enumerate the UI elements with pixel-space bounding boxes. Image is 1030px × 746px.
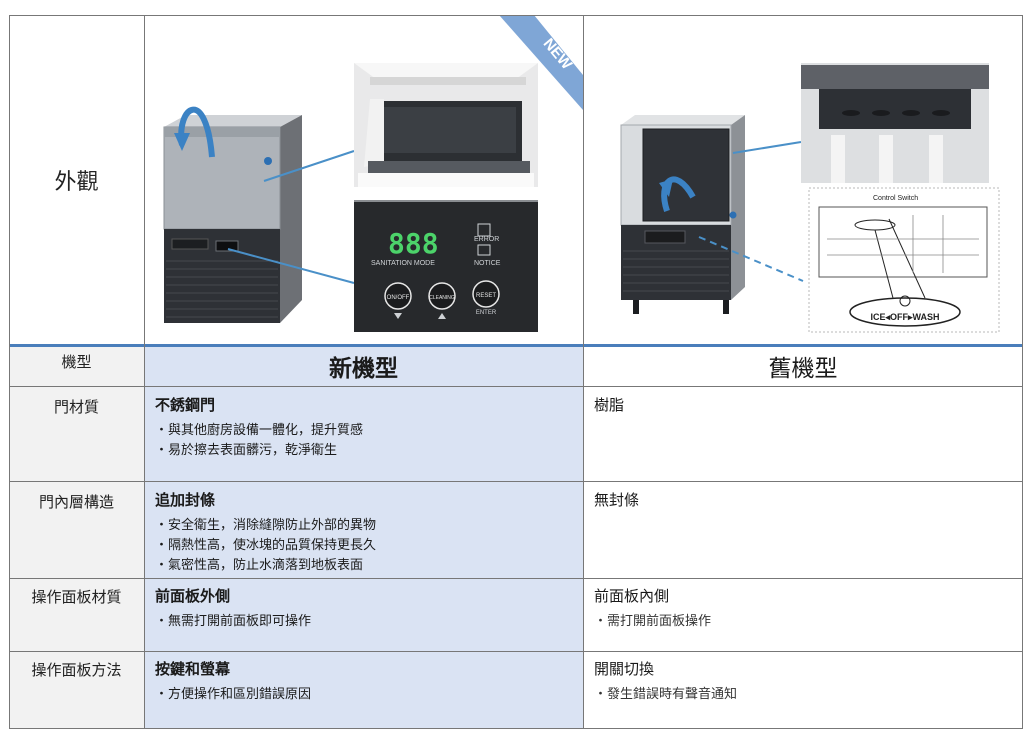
door-material-new-cell: 不銹鋼門 ・與其他廚房設備一體化，提升質感 ・易於擦去表面髒污，乾淨衛生 xyxy=(144,386,583,481)
door-inner-label: 門內層構造 xyxy=(38,493,114,511)
table-border-right xyxy=(1022,15,1023,729)
table-divider-3 xyxy=(9,578,1023,579)
table-border-bottom xyxy=(9,728,1023,729)
table-border-left xyxy=(9,15,10,729)
new-model-images: NEW xyxy=(144,15,583,345)
table-divider-4 xyxy=(9,651,1023,652)
table-divider-header xyxy=(9,344,1023,347)
door-inner-point-2: ・隔熱性高，使冰塊的品質保持更長久 xyxy=(155,538,377,553)
panel-material-label-cell: 操作面板材質 xyxy=(9,578,144,651)
new-machine xyxy=(163,106,302,323)
appearance-label: 外觀 xyxy=(54,170,99,195)
door-material-label: 門材質 xyxy=(53,398,99,416)
panel-material-label: 操作面板材質 xyxy=(31,588,122,606)
panel-method-label: 操作面板方法 xyxy=(31,661,122,679)
cleaning-button-label: CLEANING xyxy=(429,295,455,301)
door-inner-new-cell: 追加封條 ・安全衛生，消除縫隙防止外部的異物 ・隔熱性高，使冰塊的品質保持更長久… xyxy=(144,481,583,578)
door-inner-label-cell: 門內層構造 xyxy=(9,481,144,578)
up-triangle-icon xyxy=(438,313,446,319)
old-machine xyxy=(620,115,745,314)
reset-button-icon xyxy=(472,280,500,308)
onoff-button-icon xyxy=(384,282,412,310)
display-sanitation-label: SANITATION MODE xyxy=(371,260,435,267)
door-material-label-cell: 門材質 xyxy=(9,386,144,481)
panel-material-old-title: 前面板內側 xyxy=(594,587,670,605)
door-inner-point-1: ・安全衛生，消除縫隙防止外部的異物 xyxy=(155,518,377,533)
old-callout-line-switch xyxy=(698,236,804,282)
reset-button-label: RESET xyxy=(476,293,496,299)
panel-method-new-title: 按鍵和螢幕 xyxy=(155,660,231,678)
old-callout-line-door xyxy=(732,141,802,154)
panel-method-old-cell: 開關切換 ・發生錯誤時有聲音通知 xyxy=(583,651,1023,729)
door-material-point-1: ・與其他廚房設備一體化，提升質感 xyxy=(155,423,364,438)
old-model-header-cell: 舊機型 xyxy=(583,345,1023,386)
table-column-divider-2 xyxy=(583,15,584,729)
new-model-heading: 新機型 xyxy=(329,355,398,382)
comparison-table: 外觀 NEW xyxy=(9,15,1023,729)
old-model-illustration: Control Switch ICE◂OFF▸WASH xyxy=(620,63,1000,333)
table-divider-2 xyxy=(9,481,1023,482)
panel-material-new-point-1: ・無需打開前面板即可操作 xyxy=(155,614,312,629)
panel-method-old-point-1: ・發生錯誤時有聲音通知 xyxy=(594,687,738,702)
new-model-header-cell: 新機型 xyxy=(144,345,583,386)
door-material-point-2: ・易於擦去表面髒污，乾淨衛生 xyxy=(155,443,338,458)
door-inner-new-title: 追加封條 xyxy=(155,491,216,509)
old-model-heading: 舊機型 xyxy=(768,355,838,382)
panel-material-old-point-1: ・需打開前面板操作 xyxy=(594,614,712,629)
display-digits: 888 xyxy=(388,227,439,260)
panel-material-old-cell: 前面板內側 ・需打開前面板操作 xyxy=(583,578,1023,651)
panel-method-label-cell: 操作面板方法 xyxy=(9,651,144,729)
onoff-button-label: ON/OFF xyxy=(387,295,410,301)
panel-material-new-cell: 前面板外側 ・無需打開前面板即可操作 xyxy=(144,578,583,651)
panel-method-new-point-1: ・方便操作和區別錯誤原因 xyxy=(155,687,312,702)
callout-line-panel xyxy=(227,248,355,284)
appearance-label-cell: 外觀 xyxy=(9,15,144,345)
door-material-old-value: 樹脂 xyxy=(594,396,625,414)
old-model-images: Control Switch ICE◂OFF▸WASH xyxy=(583,15,1023,345)
control-panel-photo: 888 ERROR NOTICE SANITATION MODE ON/OFF … xyxy=(354,200,538,332)
new-ribbon xyxy=(499,15,583,110)
door-inner-old-value: 無封條 xyxy=(594,491,640,509)
callout-line-door xyxy=(263,150,355,182)
door-material-old-cell: 樹脂 xyxy=(583,386,1023,481)
cleaning-button-icon xyxy=(428,282,456,310)
model-label: 機型 xyxy=(61,353,92,371)
panel-method-new-cell: 按鍵和螢幕 ・方便操作和區別錯誤原因 xyxy=(144,651,583,729)
panel-method-old-title: 開關切換 xyxy=(594,660,655,678)
panel-material-new-title: 前面板外側 xyxy=(155,587,231,605)
enter-label: ENTER xyxy=(476,310,497,316)
table-divider-1 xyxy=(9,386,1023,387)
door-seal-photo xyxy=(354,63,538,187)
new-model-illustration: NEW xyxy=(163,15,583,332)
display-notice-label: NOTICE xyxy=(474,260,501,267)
table-border-top xyxy=(9,15,1023,16)
old-inner-photo xyxy=(801,63,989,183)
down-triangle-icon xyxy=(394,313,402,319)
table-column-divider-1 xyxy=(144,15,145,729)
door-inner-old-cell: 無封條 xyxy=(583,481,1023,578)
control-switch-diagram: Control Switch ICE◂OFF▸WASH xyxy=(808,187,1000,333)
model-label-cell: 機型 xyxy=(9,345,144,386)
control-switch-title: Control Switch xyxy=(873,195,918,202)
door-inner-point-3: ・氣密性高，防止水滴落到地板表面 xyxy=(155,558,364,573)
display-error-label: ERROR xyxy=(474,236,499,243)
door-material-new-title: 不銹鋼門 xyxy=(155,396,216,414)
switch-label: ICE◂OFF▸WASH xyxy=(870,312,939,322)
